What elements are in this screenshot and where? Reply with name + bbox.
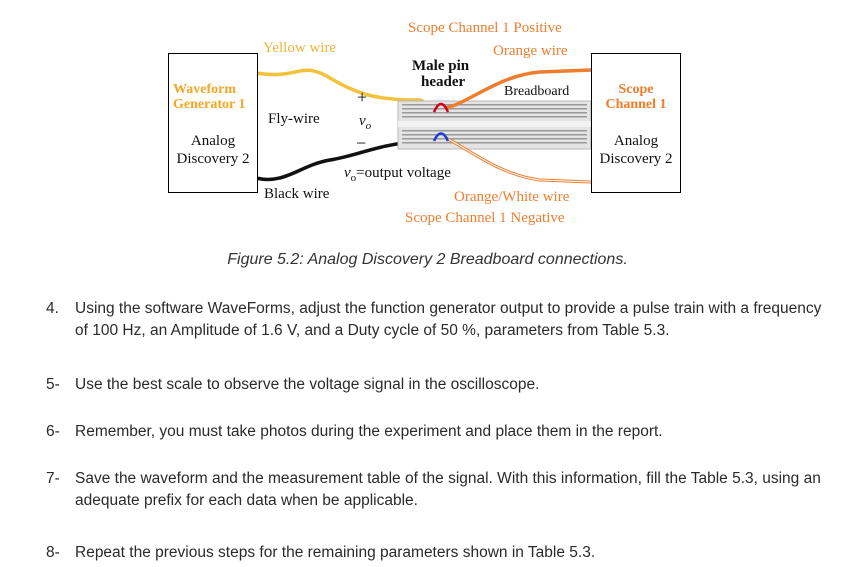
- step-number: 6-: [46, 423, 60, 440]
- step-text: Save the waveform and the measurement ta…: [75, 470, 821, 509]
- red-pin-connector: [432, 102, 450, 113]
- waveform-generator-box: Waveform Generator 1 Analog Discovery 2: [168, 53, 258, 193]
- black-wire-label: Black wire: [264, 186, 330, 202]
- scope-title-line2: Channel 1: [605, 97, 667, 112]
- step-text: Remember, you must take photos during th…: [75, 423, 663, 440]
- breadboard-connection-figure: Waveform Generator 1 Analog Discovery 2 …: [0, 0, 855, 240]
- plus-sign: +: [357, 87, 368, 107]
- scope-device-line1: Analog: [613, 133, 659, 149]
- breadboard-graphic: [397, 100, 592, 150]
- blue-pin-connector: [432, 132, 450, 142]
- generator-device-line2: Discovery 2: [176, 151, 250, 167]
- generator-title-line1: Waveform: [173, 82, 236, 97]
- figure-caption: Figure 5.2: Analog Discovery 2 Breadboar…: [227, 251, 628, 268]
- scope-title-line1: Scope: [618, 82, 654, 97]
- male-pin-header-label-line1: Male pin: [412, 58, 470, 74]
- orange-wire-label: Orange wire: [493, 43, 568, 59]
- yellow-wire-label: Yellow wire: [263, 40, 337, 56]
- yellow-wire: [255, 68, 437, 110]
- male-pin-header-label-line2: header: [421, 74, 466, 90]
- breadboard-label: Breadboard: [504, 84, 570, 99]
- scope-ch1-positive-label: Scope Channel 1 Positive: [408, 20, 562, 36]
- black-wire: [255, 133, 437, 182]
- output-voltage-label: vo=output voltage: [344, 165, 451, 184]
- step-number: 8-: [46, 544, 60, 561]
- fly-wire-label: Fly-wire: [268, 111, 320, 127]
- generator-device-line1: Analog: [190, 133, 236, 149]
- orange-wire: [445, 68, 592, 110]
- wiring-diagram: [255, 68, 592, 184]
- scope-channel-box: Scope Channel 1 Analog Discovery 2: [591, 53, 681, 193]
- orange-white-wire-label: Orange/White wire: [454, 189, 570, 205]
- generator-title-line2: Generator 1: [173, 97, 246, 112]
- step-number: 4.: [46, 300, 59, 317]
- step-text: Using the software WaveForms, adjust the…: [75, 300, 822, 339]
- minus-sign: −: [356, 133, 367, 153]
- step-text: Repeat the previous steps for the remain…: [75, 544, 596, 561]
- step-number: 5-: [46, 376, 60, 393]
- scope-ch1-negative-label: Scope Channel 1 Negative: [405, 210, 565, 226]
- step-number: 7-: [46, 470, 60, 487]
- scope-device-line2: Discovery 2: [599, 151, 673, 167]
- vo-label: vo: [359, 113, 372, 132]
- step-text: Use the best scale to observe the voltag…: [75, 376, 540, 393]
